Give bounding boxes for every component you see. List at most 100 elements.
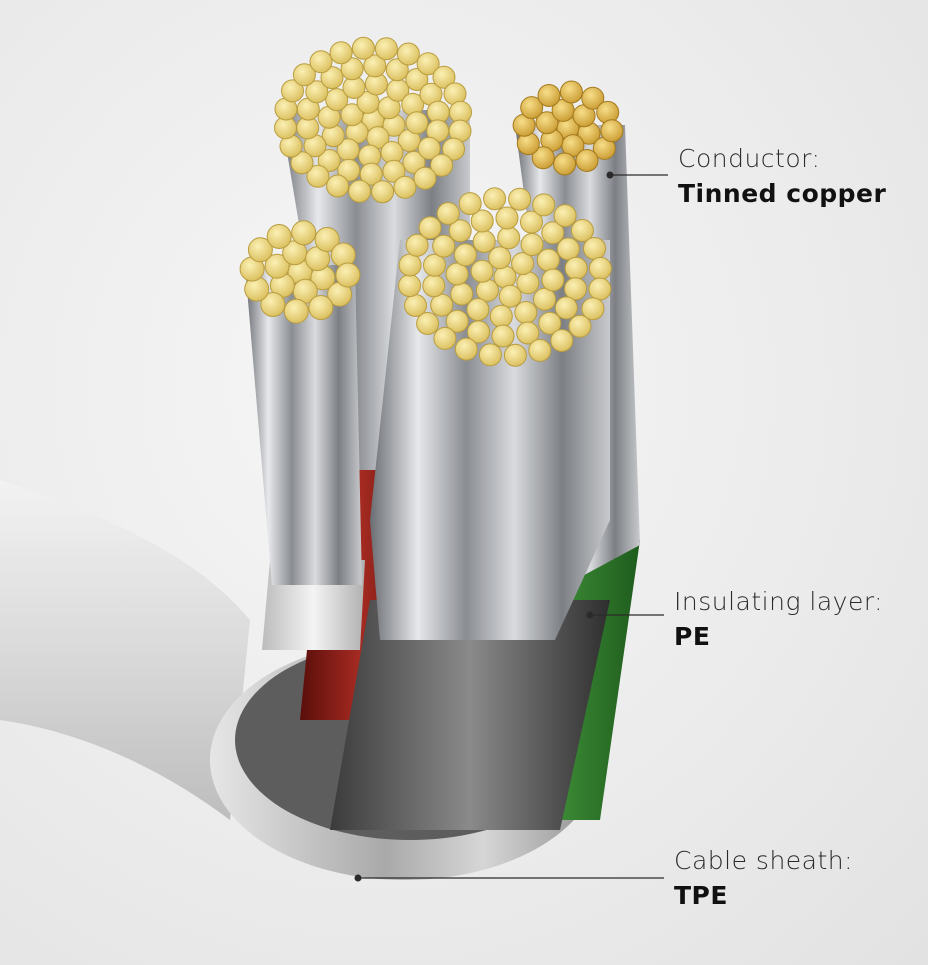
strand-end [433,326,457,350]
strand-end [478,343,502,367]
strand-end [396,42,420,66]
strand-cap-back [274,36,472,204]
strand-end [495,206,519,230]
strand-end [520,210,543,234]
strand-end [385,58,409,82]
strand-end [470,259,494,283]
strand-end [266,224,292,249]
strand-end [448,219,472,243]
strand-end [450,282,474,306]
strand-end [398,274,422,298]
strand-end [583,237,606,260]
strand-end [445,309,469,333]
leader-dot-sheath [354,874,362,882]
insulation-label-value: PE [674,622,711,652]
strand-end [570,219,594,242]
strand-end [317,149,341,172]
strand-end [351,36,375,60]
strand-end [458,192,482,216]
conductor-label-title: Conductor: [678,144,821,173]
strand-end [581,297,605,321]
strand-end [588,256,612,280]
strand-end [564,277,587,301]
strand-end [553,204,577,228]
strand-end [472,230,496,253]
strand-end [470,209,494,233]
strand-end [402,150,426,174]
strand-end [430,293,454,317]
strand-end [432,65,456,89]
strand-end [535,111,559,135]
strand-end [497,226,521,250]
sheath-label-value: TPE [674,881,728,911]
strand-end [533,287,557,311]
strand-end [532,193,556,217]
strand-end [588,277,612,301]
strand-end [320,66,344,90]
strand-end [550,329,574,352]
strand-end [556,237,580,261]
strand-end [498,284,522,308]
strand-end [382,159,406,183]
strand-end [520,233,544,256]
strand-end [405,111,429,135]
sheath-label-title: Cable sheath: [674,846,854,875]
insulation-label: Insulating layer: PE [674,586,883,653]
strand-end [283,298,309,324]
strand-end [363,54,387,78]
strand-end [398,253,422,277]
strand-end [374,37,398,61]
strand-cap-front [398,187,612,367]
strand-end [264,253,290,279]
strand-end [432,234,456,258]
strand-end [488,246,512,270]
conductor-label: Conductor: Tinned copper [678,143,886,210]
strand-end [309,50,333,74]
strand-end [553,152,577,176]
cable-body [0,480,250,820]
strand-end [445,262,469,286]
strand-end [475,278,499,302]
strand-end [423,253,446,277]
leader-dot-insulation [586,611,594,619]
strand-end [306,164,330,188]
strand-end [528,338,552,362]
strand-end [337,158,361,182]
strand-end [314,227,340,252]
strand-end [348,179,372,203]
strand-end [442,137,465,161]
strand-end [340,57,364,81]
strand-end [393,175,417,199]
strand-end [554,296,578,320]
strand-end [520,96,544,120]
sheath-label: Cable sheath: TPE [674,845,853,912]
strand-end [536,248,560,272]
strand-end [559,80,583,104]
strand-end [416,52,440,76]
strand-end [541,221,565,245]
strand-end [581,86,605,110]
strand-end [418,216,442,240]
strand-end [491,324,515,348]
strand-end [416,312,440,335]
strand-end [335,262,361,288]
conductor-label-value: Tinned copper [678,179,887,209]
strand-end [537,84,561,107]
strand-end [326,174,350,198]
strand-end [489,304,513,328]
strand-end [453,243,477,267]
strand-end [292,63,316,87]
strand-end [575,149,599,172]
strand-end [329,41,353,65]
strand-end [503,343,527,367]
strand-end [371,180,395,204]
strand-end [281,79,304,103]
strand-end [467,320,490,344]
strand-end [290,151,314,175]
wire-bundle-front [370,240,610,640]
black-core-insulation [330,600,610,830]
strand-end [305,80,329,104]
strand-end [454,337,478,361]
strand-end [564,256,588,280]
